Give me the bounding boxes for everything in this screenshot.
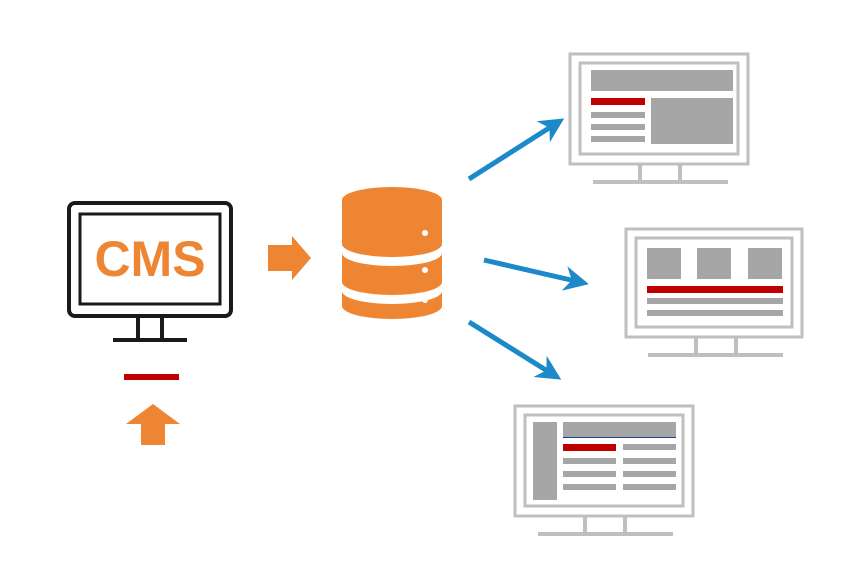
cms-label: CMS [94,231,205,287]
arrow-right-icon [268,236,311,280]
arrow-to-site-3 [467,319,562,380]
input-divider-line [124,374,179,380]
website-monitor-3 [513,404,695,536]
database-icon [342,187,442,319]
arrow-up-icon [126,404,180,445]
cms-monitor-icon: CMS [67,201,233,342]
arrow-to-site-2 [483,257,589,291]
website-monitor-2 [624,227,804,357]
arrow-to-site-1 [467,118,565,182]
website-monitor-1 [568,52,750,184]
